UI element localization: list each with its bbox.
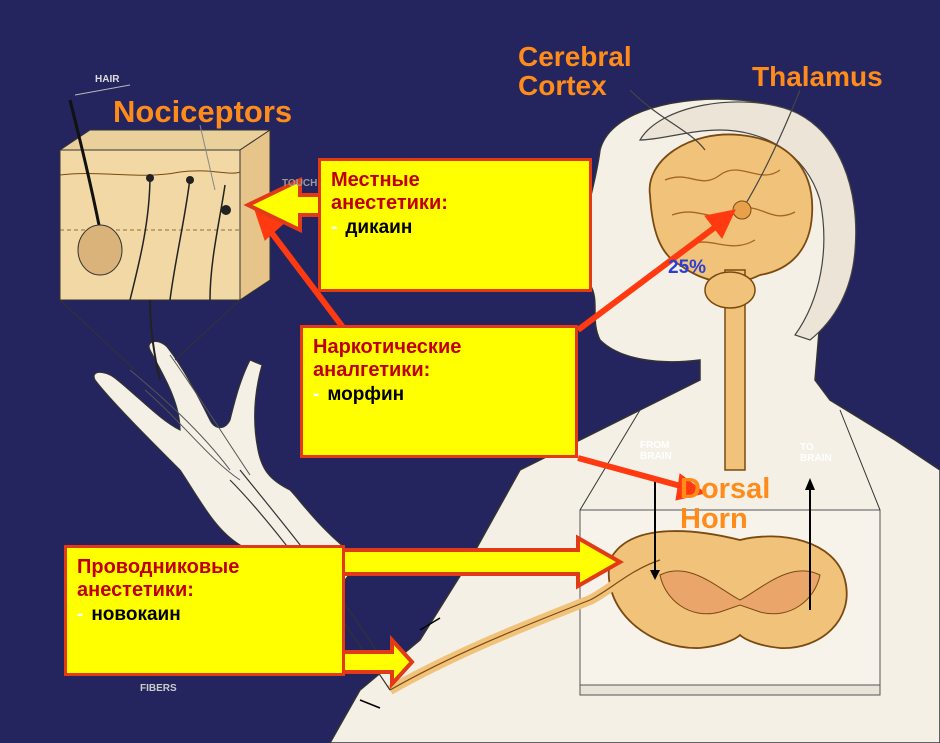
percent-label: 25% bbox=[668, 257, 707, 278]
narcotic-dash: - bbox=[313, 384, 320, 405]
conduction-dash: - bbox=[77, 604, 84, 625]
local-title-line2: анестетики: bbox=[331, 192, 448, 214]
hair-shape bbox=[638, 101, 857, 341]
narcotic-title-line2: аналгетики: bbox=[313, 359, 431, 381]
fibers-label: FIBERS bbox=[140, 683, 177, 694]
conduction-arrow-upper bbox=[338, 534, 625, 590]
from-brain-label-line2: BRAIN bbox=[640, 451, 672, 462]
to-brain-label-line2: BRAIN bbox=[800, 453, 832, 464]
spinal-section bbox=[607, 530, 848, 649]
narcotic-arrows bbox=[254, 209, 736, 501]
cortex-label-line2: Cortex bbox=[518, 70, 607, 102]
nociceptors-label: Nociceptors bbox=[113, 94, 293, 129]
conduction-anesthetics-box: Проводниковые анестетики: -новокаин bbox=[64, 545, 345, 676]
from-brain-label: FROM BRAIN bbox=[640, 440, 672, 462]
narcotic-drug-row: -морфин bbox=[313, 384, 565, 406]
to-label: TO bbox=[800, 442, 814, 453]
conduction-title-line1: Проводниковые bbox=[77, 556, 240, 578]
from-label: FROM bbox=[640, 440, 670, 451]
thalamus-label: Thalamus bbox=[752, 61, 883, 92]
local-anesthetics-box: Местные анестетики: -дикаин bbox=[318, 158, 592, 292]
dorsal-label-line1: Dorsal bbox=[680, 473, 771, 505]
local-title-line1: Местные bbox=[331, 169, 420, 191]
local-arrow bbox=[243, 176, 322, 234]
conduction-drug-row: -новокаин bbox=[77, 604, 332, 626]
local-drug-row: -дикаин bbox=[331, 217, 579, 239]
narcotic-drug: морфин bbox=[327, 384, 405, 405]
narcotic-title-line1: Наркотические bbox=[313, 336, 462, 358]
conduction-arrow-lower bbox=[341, 634, 415, 690]
horn-label-line2: Horn bbox=[680, 503, 748, 536]
spinal-cord bbox=[724, 269, 746, 471]
narcotic-analgesics-box: Наркотические аналгетики: -морфин bbox=[300, 325, 578, 458]
cerebral-cortex-label: Cerebral Cortex bbox=[518, 42, 632, 101]
conduction-drug: новокаин bbox=[91, 604, 181, 625]
conduction-title-line2: анестетики: bbox=[77, 579, 194, 601]
local-dash: - bbox=[331, 217, 338, 238]
hair-label: HAIR bbox=[95, 74, 120, 85]
skin-block bbox=[58, 129, 272, 151]
local-drug: дикаин bbox=[345, 217, 413, 238]
to-brain-label: TO BRAIN bbox=[800, 442, 832, 464]
touch-label: TOUCH bbox=[282, 178, 318, 189]
dorsal-horn-label: Dorsal Horn bbox=[680, 474, 770, 535]
cerebral-label-line1: Cerebral bbox=[518, 41, 632, 72]
